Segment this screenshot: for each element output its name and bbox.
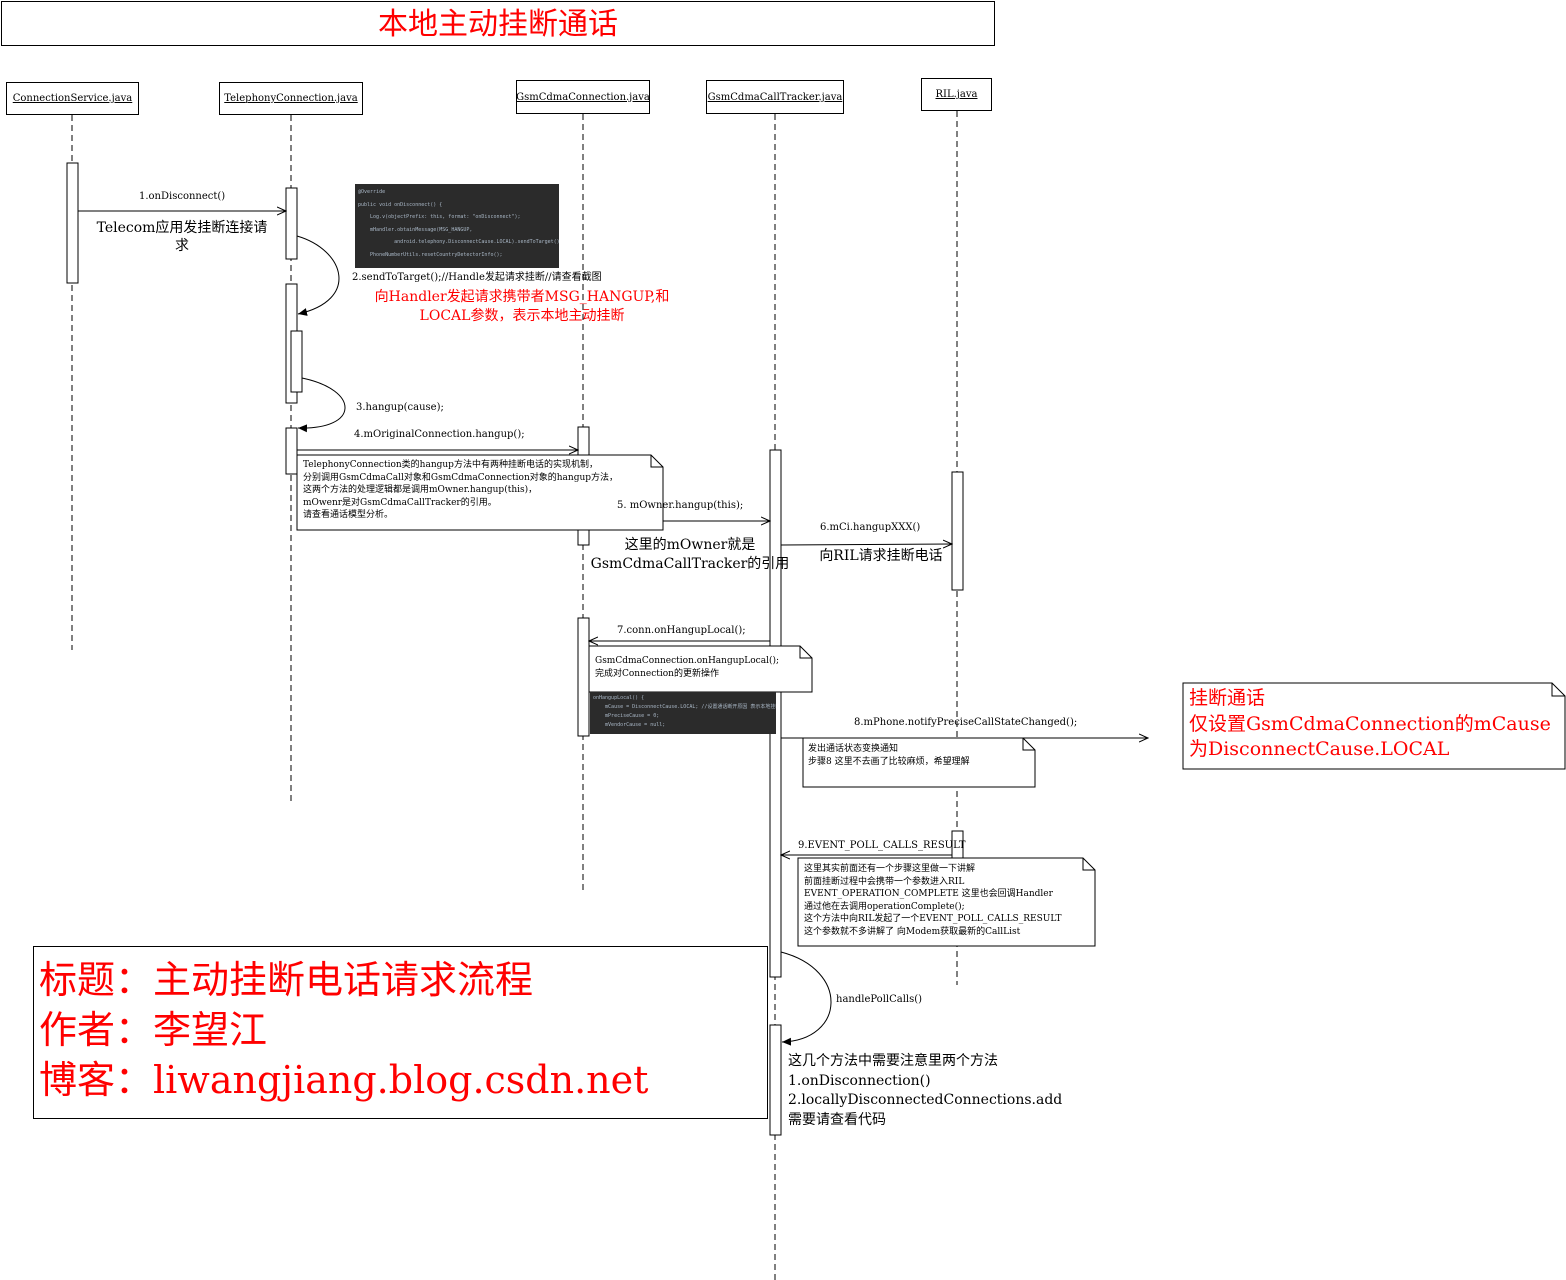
note-hangup-cause: 挂断通话 仅设置GsmCdmaConnection的mCause 为Discon… — [1189, 687, 1551, 760]
arrow-3-self — [297, 377, 346, 433]
note-box-fold — [799, 646, 812, 659]
activation-bar — [769, 1024, 782, 1136]
message-label-2: 2.sendToTarget();//Handle发起请求挂断//请查看截图 — [352, 272, 602, 283]
banner-blog: 博客：liwangjiang.blog.csdn.net — [39, 1058, 649, 1102]
activation-bar — [951, 471, 964, 591]
note-box — [802, 737, 1036, 788]
lifeline-head-gsmcdmacalltracker: GsmCdmaCallTracker.java — [706, 80, 844, 114]
note-box-fold — [650, 455, 663, 468]
message-label-6: 6.mCi.hangupXXX() — [820, 522, 921, 533]
author-banner: 标题：主动挂断电话请求流程 作者：李望江 博客：liwangjiang.blog… — [33, 946, 768, 1119]
side-note-methods: 这几个方法中需要注意里两个方法 1.onDisconnection() 2.lo… — [788, 1053, 1063, 1128]
message-label-3: 3.hangup(cause); — [356, 402, 444, 413]
note-hangup-mechanism: TelephonyConnection类的hangup方法中有两种挂断电话的实现… — [303, 460, 619, 520]
caption-telecom-request: Telecom应用发挂断连接请 求 — [96, 220, 268, 254]
note-state-change: 发出通话状态变换通知 步骤8 这里不去画了比较麻烦，希望理解 — [808, 744, 970, 767]
activation-bar — [66, 162, 79, 284]
message-label-1: 1.onDisconnect() — [139, 191, 226, 202]
arrow-6 — [780, 544, 952, 545]
arrow-2-self — [296, 235, 340, 316]
note-box — [588, 645, 813, 693]
note-box — [296, 454, 664, 531]
note-onhanguplocal: GsmCdmaConnection.onHangupLocal(); 完成对Co… — [595, 656, 780, 679]
code-screenshot-ondisconnect: @Override public void onDisconnect() { L… — [355, 184, 559, 268]
activation-bar — [285, 427, 298, 475]
page-title: 本地主动挂断通话 — [1, 1, 995, 46]
arrow-10-self — [780, 951, 832, 1046]
caption-ril-request: 向RIL请求挂断电话 — [819, 548, 943, 564]
note-poll-calls: 这里其实前面还有一个步骤这里做一下讲解 前面挂断过程中会携带一个参数进入RIL … — [804, 864, 1062, 937]
note-box-fold — [1082, 858, 1095, 871]
message-label-5: 5. mOwner.hangup(this); — [617, 500, 744, 511]
note-box-fold — [1022, 738, 1035, 751]
code-screenshot-onhanguplocal: onHangupLocal() { mCause = DisconnectCau… — [590, 692, 776, 734]
activation-bar — [577, 617, 590, 737]
caption-mowner-reference: 这里的mOwner就是 GsmCdmaCallTracker的引用 — [590, 537, 790, 572]
activation-bar — [285, 187, 298, 260]
banner-title: 标题：主动挂断电话请求流程 — [39, 958, 534, 1002]
lifeline-head-ril: RIL.java — [921, 78, 992, 111]
note-box — [1182, 682, 1566, 770]
message-label-4: 4.mOriginalConnection.hangup(); — [354, 429, 525, 440]
caption-handler-request: 向Handler发起请求携带者MSG_HANGUP,和 LOCAL参数，表示本地… — [374, 289, 670, 324]
activation-bar — [290, 330, 303, 393]
note-box — [797, 857, 1096, 947]
note-box-fold — [1551, 683, 1565, 697]
lifeline-head-telephonyconnection: TelephonyConnection.java — [219, 82, 363, 115]
message-label-9: 9.EVENT_POLL_CALLS_RESULT — [798, 840, 966, 851]
banner-author: 作者：李望江 — [39, 1008, 268, 1052]
message-label-8: 8.mPhone.notifyPreciseCallStateChanged()… — [854, 717, 1078, 728]
message-label-7: 7.conn.onHangupLocal(); — [617, 625, 746, 636]
lifeline-head-connectionservice: ConnectionService.java — [6, 82, 139, 115]
message-label-10: handlePollCalls() — [836, 994, 923, 1005]
lifeline-head-gsmcdmaconnection: GsmCdmaConnection.java — [516, 80, 650, 114]
